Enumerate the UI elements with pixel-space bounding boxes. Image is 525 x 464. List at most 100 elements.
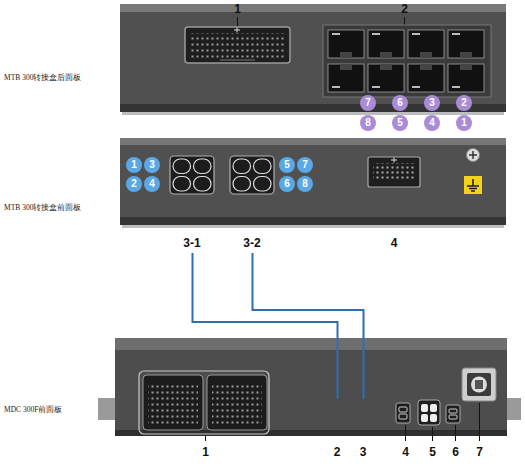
pin-number-badge: 2 bbox=[126, 176, 142, 192]
port-number: 1 bbox=[131, 160, 137, 170]
pin-number-badge: 3 bbox=[144, 157, 160, 173]
ethernet-port-block bbox=[412, 33, 420, 35]
callout-number: 5 bbox=[429, 445, 436, 459]
ethernet-port-block bbox=[448, 64, 484, 92]
cable bbox=[193, 253, 338, 399]
port-number: 8 bbox=[302, 179, 308, 189]
ethernet-port-block bbox=[332, 33, 340, 35]
main-connector bbox=[139, 371, 269, 434]
ethernet-port-block bbox=[380, 52, 392, 58]
pin-number-badge: 7 bbox=[297, 157, 313, 173]
port-number: 5 bbox=[397, 118, 403, 128]
panel-title: MTB 300转接盒后面板 bbox=[4, 73, 81, 83]
small-port bbox=[399, 407, 407, 412]
mdc-panel-housing bbox=[115, 350, 507, 434]
pin-number-badge: 1 bbox=[126, 157, 142, 173]
callout-number: 4 bbox=[402, 445, 409, 459]
ground-screw bbox=[467, 149, 480, 162]
signal-connector bbox=[237, 28, 238, 33]
small-port bbox=[446, 405, 460, 423]
small-port bbox=[462, 368, 496, 401]
ethernet-port-block bbox=[323, 25, 491, 97]
cable-port: 3 bbox=[352, 399, 374, 459]
ethernet-port-block bbox=[412, 86, 420, 88]
power-connector bbox=[254, 159, 272, 174]
pin-number-badge: 6 bbox=[279, 176, 295, 192]
front-panel-housing bbox=[120, 145, 506, 217]
main-connector bbox=[207, 375, 267, 430]
can-connector bbox=[373, 163, 415, 181]
panel-title: MTB 300转接盒前面板 bbox=[4, 203, 81, 213]
signal-connector bbox=[185, 27, 290, 63]
ethernet-port-block bbox=[380, 64, 392, 70]
small-port bbox=[396, 368, 496, 425]
small-port bbox=[418, 400, 440, 425]
port-number: 3 bbox=[149, 160, 155, 170]
port-number: 7 bbox=[302, 160, 308, 170]
port-number: 4 bbox=[149, 179, 155, 189]
leader-line bbox=[405, 425, 406, 441]
pin-number-badge: 5 bbox=[279, 157, 295, 173]
callout-number: 1 bbox=[202, 445, 209, 459]
ethernet-port-block bbox=[368, 64, 404, 92]
cable-port: 3-2 bbox=[230, 154, 274, 250]
leader-line bbox=[432, 427, 433, 441]
ground-screw bbox=[467, 149, 480, 162]
port-number: 2 bbox=[131, 179, 137, 189]
signal-connector bbox=[190, 33, 285, 58]
callout-number: 2 bbox=[401, 2, 408, 16]
callout-number: 4 bbox=[391, 236, 398, 250]
power-connector bbox=[254, 177, 272, 192]
pin-number-badge: 4 bbox=[144, 176, 160, 192]
small-port bbox=[396, 403, 410, 423]
mdc-panel-housing bbox=[115, 338, 507, 352]
back-panel-housing bbox=[120, 4, 506, 115]
ethernet-port-block bbox=[408, 64, 444, 92]
port-number: 7 bbox=[365, 98, 371, 108]
port-number-badge: 2 bbox=[456, 95, 472, 111]
ground-symbol bbox=[464, 176, 482, 194]
mdc-panel-housing bbox=[98, 338, 521, 436]
back-panel-housing bbox=[122, 112, 504, 115]
can-connector bbox=[394, 158, 395, 163]
port-number-badge: 6 bbox=[392, 95, 408, 111]
ground-screw bbox=[472, 151, 474, 159]
callout-number: 2 bbox=[334, 445, 341, 459]
callout-number: 3-1 bbox=[183, 236, 200, 250]
power-connector bbox=[194, 159, 212, 174]
small-port bbox=[430, 414, 437, 422]
small-port bbox=[421, 404, 428, 412]
port-number-badge: 3 bbox=[424, 95, 440, 111]
ground-symbol bbox=[467, 185, 479, 186]
callout-number: 7 bbox=[476, 445, 483, 459]
ground-symbol bbox=[464, 176, 482, 194]
ethernet-port-block bbox=[420, 52, 432, 58]
port-number-badge: 1 bbox=[456, 115, 472, 131]
port-number: 1 bbox=[461, 118, 467, 128]
leader-line bbox=[205, 436, 206, 441]
main-connector bbox=[139, 371, 269, 434]
ethernet-port-block bbox=[340, 52, 352, 58]
port-number: 8 bbox=[365, 118, 371, 128]
signal-connector bbox=[220, 60, 255, 61]
small-port bbox=[471, 377, 487, 393]
ethernet-port-block bbox=[340, 64, 352, 70]
port-number-badge: 5 bbox=[392, 115, 408, 131]
cable-port: 3-1 bbox=[170, 154, 214, 250]
port-number: 3 bbox=[429, 98, 435, 108]
ground-symbol bbox=[472, 179, 473, 186]
panel-title: MDC 300F前面板 bbox=[4, 405, 62, 415]
port-number: 6 bbox=[397, 98, 403, 108]
power-connector bbox=[230, 156, 274, 194]
small-port bbox=[467, 373, 491, 396]
port-number: 5 bbox=[284, 160, 290, 170]
cable-port: 2 bbox=[326, 399, 348, 459]
ethernet-port-block bbox=[452, 86, 460, 88]
ethernet-port-block bbox=[452, 33, 460, 35]
small-port bbox=[449, 409, 457, 413]
ethernet-port-block bbox=[460, 64, 472, 70]
power-connector bbox=[173, 159, 191, 174]
small-port bbox=[399, 414, 407, 419]
